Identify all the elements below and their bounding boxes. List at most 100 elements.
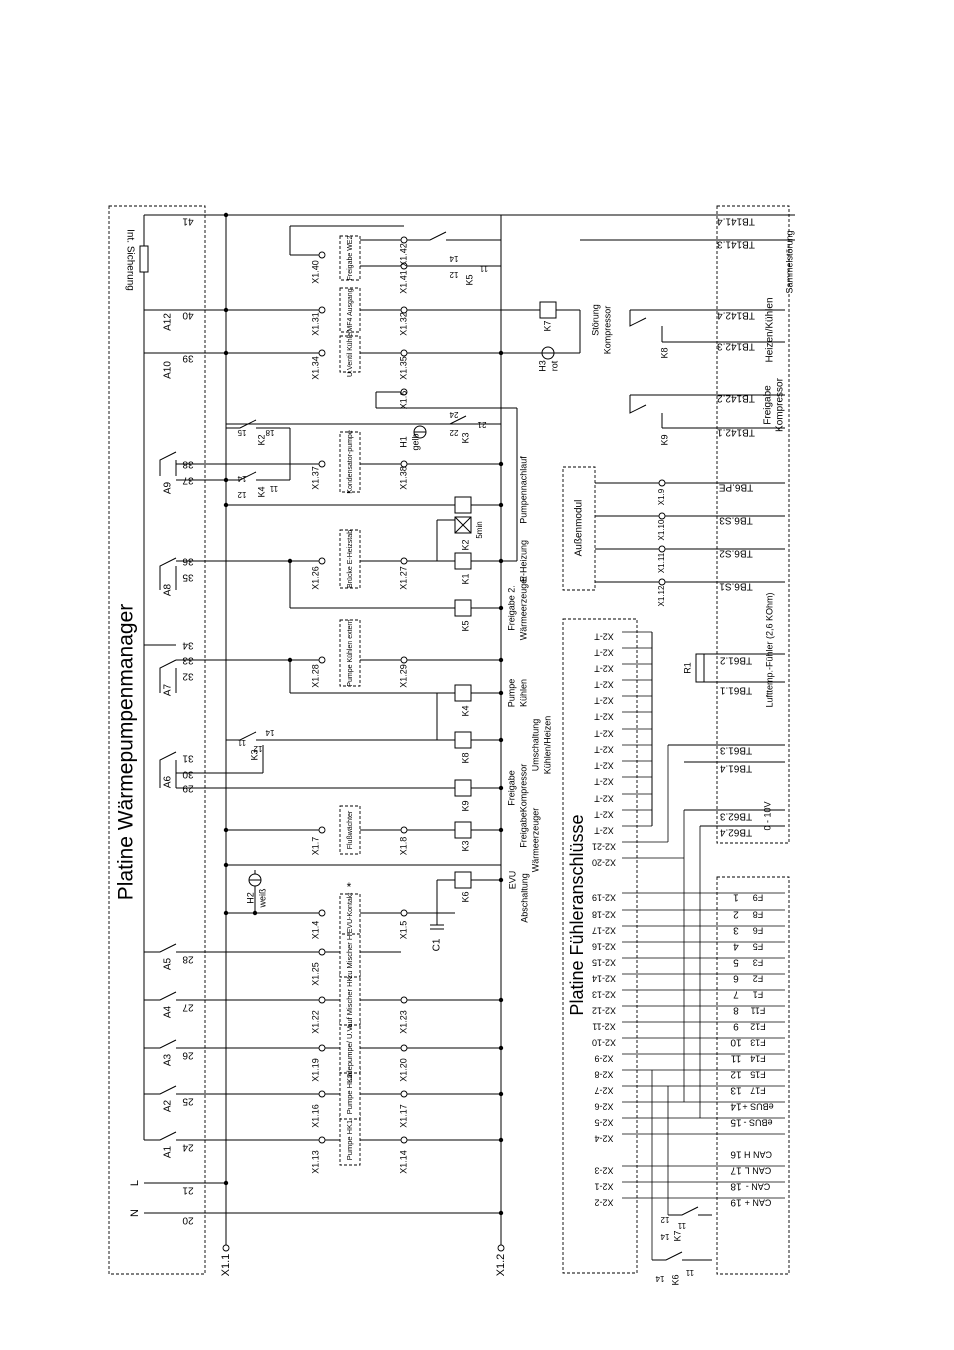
terminal — [400, 826, 408, 834]
mf4-x1: X1.31 — [310, 312, 320, 336]
terminal — [318, 557, 326, 565]
x1-label: X1.25 — [310, 962, 320, 986]
kondensator-box — [339, 431, 361, 493]
terminal — [658, 578, 666, 586]
we2-c12: 12 — [449, 270, 458, 279]
terminal — [400, 349, 408, 357]
a8-contact — [159, 557, 177, 590]
evu-x2: X1.5 — [398, 921, 408, 940]
a9-k2: K2 — [256, 434, 266, 445]
junction-dot — [287, 657, 293, 663]
flow-switch-box — [339, 805, 361, 855]
x2-left-terminal: X2-7 — [594, 1086, 613, 1096]
a7-x2: X1.29 — [398, 664, 408, 688]
k5-text1: Freigabe 2. — [506, 585, 516, 631]
k3-contact-h1 — [440, 415, 501, 425]
x2-left-terminal: X2-1 — [594, 1182, 613, 1192]
r1-resistor — [695, 653, 705, 683]
x2-top-terminal: X2-T — [594, 810, 614, 820]
terminal-21: 21 — [182, 1184, 194, 1195]
terminal-20: 20 — [182, 1214, 194, 1225]
output-relay-name: A3 — [163, 1053, 174, 1066]
rail-x12-label: X1.2 — [495, 1254, 507, 1277]
x2-top-terminal: X2-T — [594, 777, 614, 787]
a6-k3: K3 — [249, 749, 259, 760]
a9-x2: X1.38 — [398, 466, 408, 490]
terminal-41: 41 — [182, 215, 194, 226]
relay-name: K9 — [460, 800, 470, 811]
a6-c12: 12 — [253, 744, 262, 753]
fuehler-pin-label: F12 — [750, 1022, 766, 1032]
board-frame-wpm-right — [716, 205, 790, 844]
k7-bottom: K7 — [672, 1230, 682, 1241]
terminal — [400, 909, 408, 917]
x2-label: X1.17 — [398, 1104, 408, 1128]
x2-top-terminal: X2-T — [594, 696, 614, 706]
fuehler-pin-num: 8 — [733, 1004, 739, 1015]
fuse-label: Int. Sicherung — [124, 229, 135, 291]
junction-dot — [223, 307, 229, 313]
k7-c11: 11 — [677, 1221, 686, 1230]
a9-label: A9 — [163, 481, 174, 494]
junction-dot — [498, 1091, 504, 1097]
x2-left-terminal: X2-11 — [592, 1022, 615, 1032]
aussenmodul-terminal: X1.10 — [657, 519, 666, 540]
relay-coil — [454, 684, 472, 702]
we2-x3: X1.42 — [398, 243, 408, 267]
x2-left-terminal: X2-12 — [592, 1006, 616, 1016]
output-relay-name: A1 — [163, 1145, 174, 1158]
aussenmodul-box — [562, 466, 596, 591]
k6-bottom: K6 — [670, 1274, 680, 1285]
aussenmodul-terminal: X1.11 — [657, 552, 666, 573]
flow-x2: X1.8 — [398, 837, 408, 856]
a7-label: A7 — [163, 683, 174, 696]
output-terminal-x1 — [318, 948, 326, 956]
tb141-3: TB141.3 — [717, 238, 755, 249]
junction-dot — [498, 1210, 504, 1216]
x2-left-terminal: X2-4 — [594, 1134, 613, 1144]
fuehler-pin-label: F6 — [753, 926, 764, 936]
aussenmodul-tb: TB6.S1 — [719, 580, 753, 591]
terminal-x11 — [222, 1244, 230, 1252]
fuehler-pin-num: 3 — [733, 924, 739, 935]
we2-k5: K5 — [464, 274, 474, 285]
analog-label: 0 - 10V — [762, 801, 772, 830]
k7-c12: 12 — [660, 1215, 669, 1224]
x2-top-terminal: X2-T — [594, 680, 614, 690]
junction-dot — [498, 1137, 504, 1143]
board-title-wpm: Platine Wärmepumpenmanager — [115, 604, 138, 900]
fuehler-pin-label: eBUS - — [743, 1118, 772, 1128]
evu-star: * — [347, 880, 352, 894]
terminal — [318, 656, 326, 664]
tb61-3: TB61.3 — [719, 744, 752, 755]
h1-c24: 24 — [449, 410, 458, 419]
x2-left-terminal: X2-10 — [592, 1038, 616, 1048]
luftfuehler-label: Lufttemp.-Fühler (2,6 KOhm) — [764, 592, 774, 707]
fuehler-pin-num: 9 — [733, 1020, 739, 1031]
terminal — [400, 460, 408, 468]
k6-c14: 14 — [655, 1274, 664, 1283]
junction-dot — [498, 461, 504, 467]
fuehler-pin-num: 17 — [730, 1164, 742, 1175]
fuehler-pin-num: 2 — [733, 908, 739, 919]
a7-contact — [159, 659, 177, 693]
junction-dot — [223, 910, 229, 916]
x2-left-terminal: X2-14 — [592, 974, 616, 984]
junction-dot — [223, 350, 229, 356]
fuehler-pin-num: 13 — [730, 1084, 742, 1095]
fuehler-pin-label: CAN - — [746, 1182, 771, 1192]
u-ventil-x2: X1.35 — [398, 356, 408, 380]
load-label: Pumpe HK2 — [345, 1074, 354, 1114]
x2-label: X1.23 — [398, 1010, 408, 1034]
mf4-label: MF4 Ausgang — [347, 288, 354, 331]
a9-c12: 12 — [237, 490, 246, 499]
k8-right: K8 — [659, 347, 669, 358]
board-frame-wpm — [108, 205, 206, 1275]
relay-name: K5 — [460, 620, 470, 631]
x2-top-terminal: X2-T — [594, 761, 614, 771]
bruecke-label: Brücke E-Heizstab — [347, 530, 354, 588]
rail-x11-label: X1.1 — [220, 1254, 232, 1277]
h2-color: weiß — [257, 888, 267, 909]
relay-contact-output — [144, 991, 322, 1001]
